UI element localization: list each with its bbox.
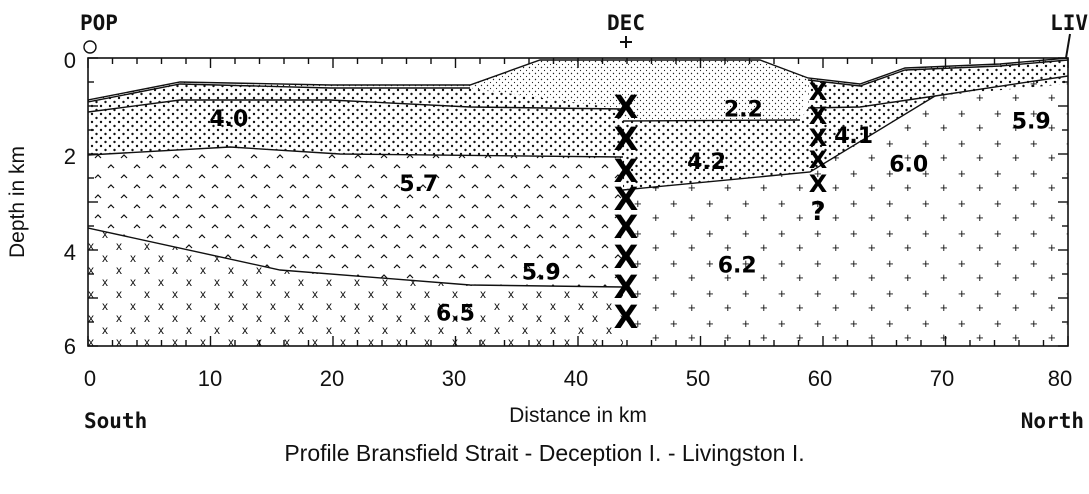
x-tick-label: 20 [320,366,344,391]
dec-cross-mark: X [614,268,639,306]
velocity-label: 6.5 [436,301,475,326]
direction-north: North [1021,409,1084,433]
question-mark: ? [810,197,825,227]
x-tick-label: 80 [1048,366,1072,391]
x-tick-label: 70 [930,366,954,391]
x-tick-label: 30 [442,366,466,391]
line-h [88,227,624,288]
velocity-labels: 4.0 2.2 4.1 5.9 5.7 4.2 6.0 5.9 6.2 6.5 [209,97,1050,326]
dec-cross-mark: X [614,208,639,246]
line-d [622,119,801,122]
dec-cross-mark: X [614,120,639,158]
x-tick-label: 0 [84,366,96,391]
velocity-label: 5.9 [522,261,561,286]
station-labels: POP DEC LIV [80,11,1088,35]
second-cross-mark: X [809,124,828,152]
line-a [88,83,470,103]
y-tick-label: 6 [64,334,76,359]
line-g [622,95,936,191]
layer-2-2 [88,58,1068,121]
station-dec-marker [620,36,632,48]
line-c [88,99,624,113]
geology-layers [88,58,1068,346]
y-axis-title: Depth in km [6,146,29,258]
layer-4-0b [88,84,623,112]
layer-4-1-upper [808,60,1068,108]
station-liv: LIV [1050,11,1088,35]
boundary-lines [88,58,1068,288]
y-tick-label: 0 [64,48,76,73]
y-tick-label: 4 [64,240,76,265]
second-cross-mark: X [809,102,828,130]
surface-line [88,58,1068,101]
velocity-label: 5.9 [1012,109,1051,134]
layer-4-0 [88,76,1068,190]
x-tick-labels: 0 10 20 30 40 50 60 70 80 [84,366,1072,391]
second-cross-mark: X [809,78,828,106]
dec-cross-mark: X [614,180,639,218]
second-cross-mark: X [809,170,828,198]
dec-cross-mark: X [614,88,639,126]
line-b [807,59,1068,87]
dec-cross-mark: X [614,298,639,336]
x-tick-label: 60 [808,366,832,391]
velocity-label: 6.2 [718,253,757,278]
station-pop-marker [83,40,97,54]
velocity-label: 2.2 [724,97,763,122]
velocity-label: 5.7 [399,172,438,197]
line-e [807,75,1068,109]
x-tick-label: 10 [198,366,222,391]
station-liv-marker [1065,33,1071,59]
y-tick-label: 2 [64,144,76,169]
x-axis-title: Distance in km [509,404,647,427]
x-tick-label: 40 [564,366,588,391]
station-dec: DEC [607,11,645,35]
layer-5-7 [88,147,623,287]
dec-cross-mark: X [614,152,639,190]
velocity-label: 4.2 [687,150,726,175]
velocity-label: 6.0 [889,153,928,178]
direction-south: South [84,409,147,433]
axis-ticks [87,57,1069,347]
second-cross-mark: X [809,146,828,174]
dec-cross-mark: X [614,238,639,276]
station-pop: POP [80,11,118,35]
velocity-label: 4.0 [209,107,248,132]
velocity-label: 4.1 [834,124,873,149]
y-tick-labels: 0 2 4 6 [64,48,76,359]
figure-caption: Profile Bransfield Strait - Deception I.… [284,440,805,466]
layer-6-0-6-2 [623,76,1068,346]
x-tick-label: 50 [686,366,710,391]
line-f [88,146,624,158]
